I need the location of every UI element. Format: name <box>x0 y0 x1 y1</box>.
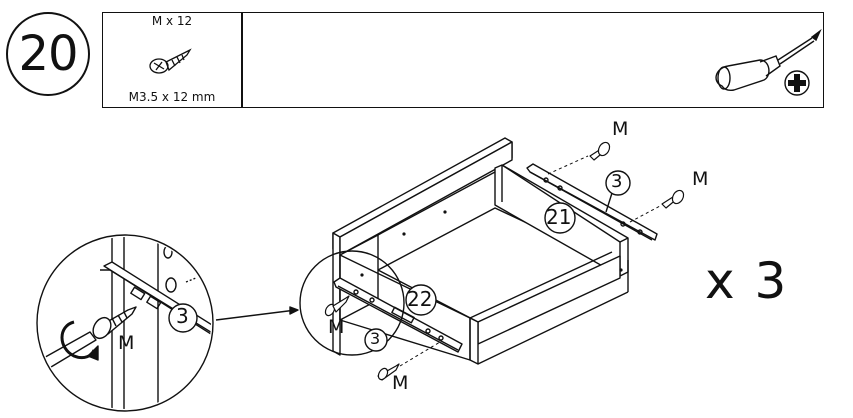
zoom-source-circle <box>299 250 405 356</box>
part-callout-rail: 3 <box>611 171 623 192</box>
step-number: 20 <box>6 12 90 96</box>
hardware-panel <box>102 12 824 108</box>
zoom-pointer-line <box>215 309 297 321</box>
screw-label: M <box>612 118 629 140</box>
repeat-multiplier: x 3 <box>705 252 789 310</box>
callout-circle <box>405 284 437 316</box>
part-callout-rail: 3 <box>370 329 381 348</box>
callout-circle <box>364 328 388 352</box>
phillips-head-icon <box>784 70 810 96</box>
screw-label: M <box>392 372 409 394</box>
screw-label: M <box>692 168 709 190</box>
screw-label: M <box>118 332 135 354</box>
screw-icon <box>589 141 611 161</box>
hardware-size-label: M3.5 x 12 mm <box>128 90 216 104</box>
callout-circle <box>605 170 631 196</box>
part-callout-rail: 3 <box>176 304 189 328</box>
hardware-quantity-label: M x 12 <box>151 14 193 28</box>
callout-circle <box>168 303 198 333</box>
screwdriver-icon <box>715 28 822 91</box>
screw-icon <box>324 295 350 317</box>
screw-icon <box>661 189 685 209</box>
hardware-panel-divider <box>241 12 243 108</box>
screw-icon <box>377 363 400 381</box>
part-callout-side: 22 <box>407 287 433 311</box>
screw-label: M <box>328 316 345 338</box>
screw-icon <box>149 48 192 74</box>
drawer-left-lower <box>339 254 471 361</box>
left-runner-rail <box>333 277 463 353</box>
part-callout-front: 21 <box>546 205 572 229</box>
callout-circle <box>544 202 576 234</box>
right-runner-rail <box>526 163 658 241</box>
